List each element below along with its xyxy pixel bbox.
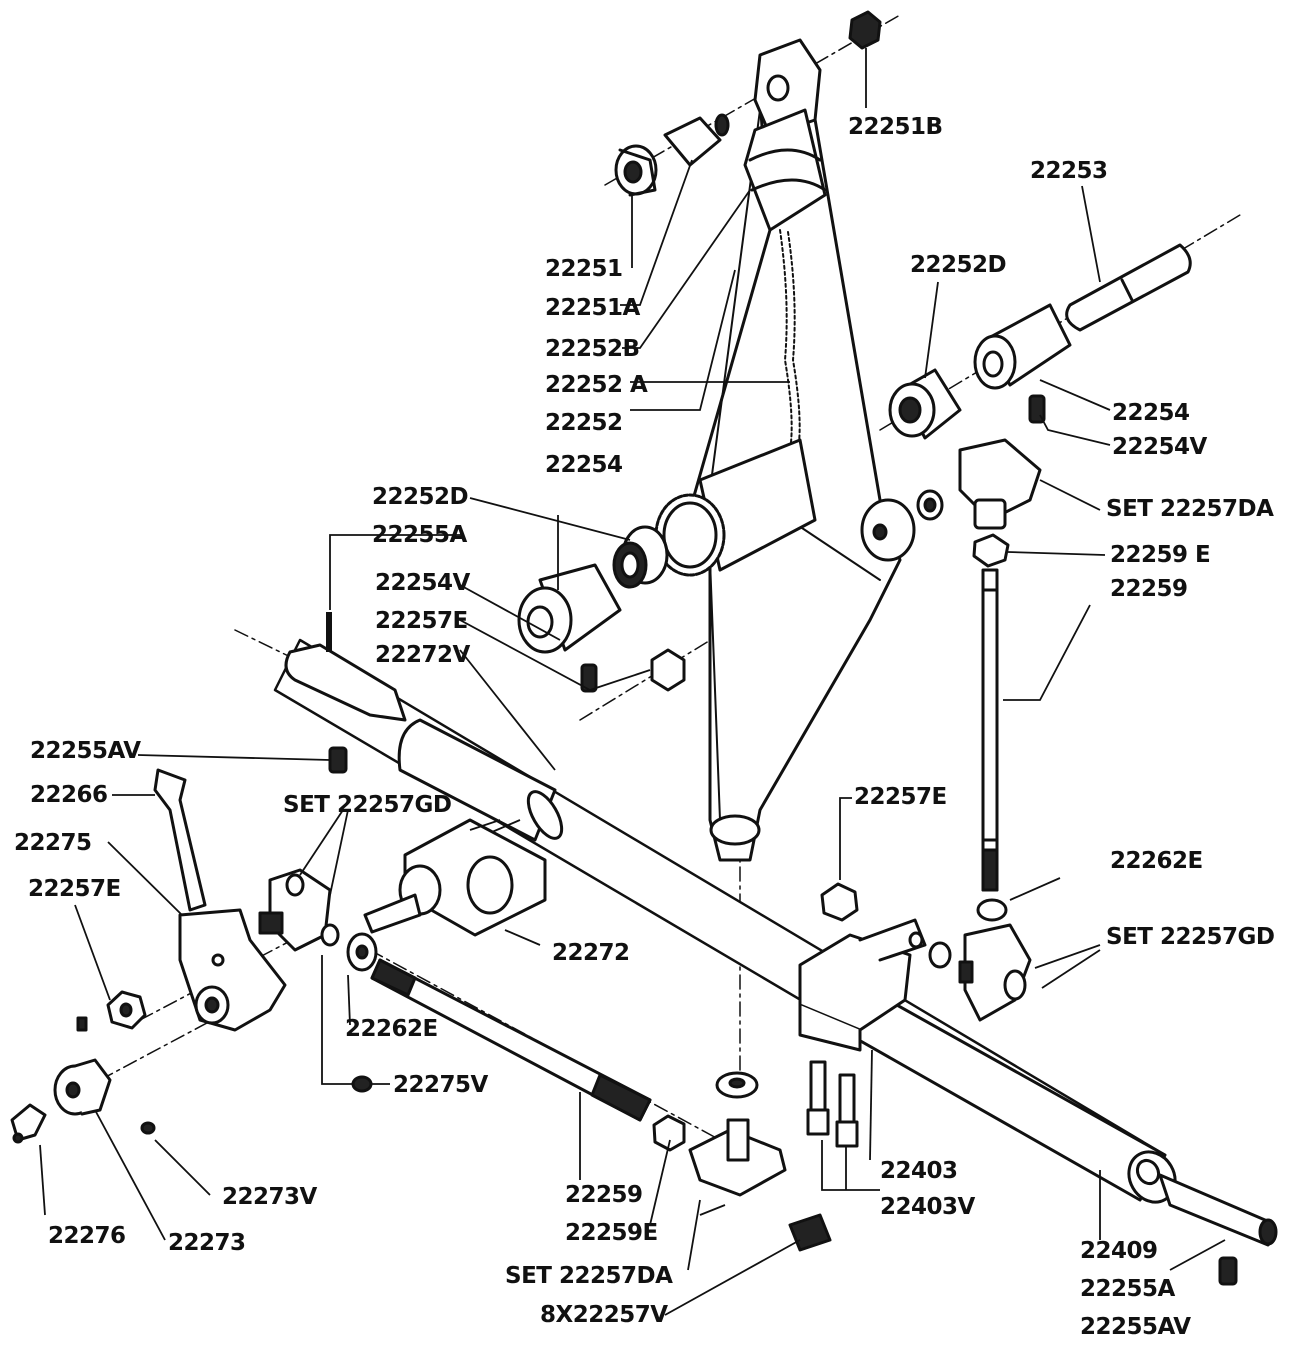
sleeve-22254-left xyxy=(517,563,622,693)
washer-22262E-left xyxy=(346,932,378,972)
label-22259-upper: 22259 xyxy=(1110,576,1188,602)
lever-22266 xyxy=(153,768,207,912)
label-22257E-right: 22257E xyxy=(854,784,947,810)
nut-22259E-lower xyxy=(652,1114,686,1152)
label-22257E-left: 22257E xyxy=(28,876,121,902)
label-22252D-lower: 22252D xyxy=(372,484,469,510)
label-22273V: 22273V xyxy=(222,1184,317,1210)
label-22255AV-left: 22255AV xyxy=(30,738,141,764)
nut-22251B xyxy=(848,10,882,50)
label-set-22257GD-right: SET 22257GD xyxy=(1106,924,1275,950)
nut-22257E-right xyxy=(820,882,859,922)
sleeve-22272V xyxy=(397,718,564,842)
label-22251: 22251 xyxy=(545,256,623,282)
label-22254-right: 22254 xyxy=(1112,400,1190,426)
label-22255A-top: 22255A xyxy=(372,522,467,548)
bushing-22251 xyxy=(614,144,658,197)
rod-end-block-upper xyxy=(916,438,1042,530)
nut-22275V xyxy=(351,1075,373,1093)
pin-22255A-left xyxy=(284,612,407,722)
collar-22273 xyxy=(53,1016,156,1135)
label-22255A-bottom: 22255A xyxy=(1080,1276,1175,1302)
label-22266: 22266 xyxy=(30,782,108,808)
label-22403: 22403 xyxy=(880,1158,958,1184)
set-screw-22255AV-left xyxy=(328,746,348,774)
rod-end-block-left xyxy=(258,868,340,952)
bolts-22403V xyxy=(806,1060,859,1148)
pin-22255A-right xyxy=(1158,1173,1278,1247)
clamp-block-22403 xyxy=(798,918,952,1052)
label-22255AV-bottom: 22255AV xyxy=(1080,1314,1191,1340)
label-set-22257GD-left: SET 22257GD xyxy=(283,792,452,818)
label-22252A: 22252 A xyxy=(545,372,648,398)
nut-22257E-mid xyxy=(650,648,686,692)
leader-lines xyxy=(39,48,1226,1316)
label-22409: 22409 xyxy=(1080,1238,1158,1264)
label-22254V-right: 22254V xyxy=(1112,434,1207,460)
tip-22276 xyxy=(10,1103,47,1144)
label-22259-lower: 22259 xyxy=(565,1182,643,1208)
label-22259E-upper: 22259 E xyxy=(1110,542,1211,568)
label-22252D-upper: 22252D xyxy=(910,252,1007,278)
rod-22259-vertical xyxy=(981,568,999,892)
label-22251B: 22251B xyxy=(848,114,943,140)
sprocket-hub xyxy=(612,438,817,589)
label-22257E-mid: 22257E xyxy=(375,608,468,634)
label-22254-left: 22254 xyxy=(545,452,623,478)
bushing-22252D-right xyxy=(888,368,962,440)
nut-22259E-upper xyxy=(972,533,1010,568)
washer-right xyxy=(860,498,916,562)
label-22403V: 22403V xyxy=(880,1194,975,1220)
rod-end-block-center xyxy=(688,1118,787,1197)
label-22273: 22273 xyxy=(168,1230,246,1256)
label-22252B: 22252B xyxy=(545,336,640,362)
bolt-8x22257V xyxy=(788,1213,832,1252)
label-22252: 22252 xyxy=(545,410,623,436)
pin-22251A xyxy=(663,113,730,167)
label-22276: 22276 xyxy=(48,1223,126,1249)
set-screw-22255AV-right xyxy=(1218,1256,1238,1286)
label-22275: 22275 xyxy=(14,830,92,856)
label-22253: 22253 xyxy=(1030,158,1108,184)
nut-22262E-right xyxy=(976,898,1008,922)
label-22262E-left: 22262E xyxy=(345,1016,438,1042)
nut-22257E-left xyxy=(106,990,147,1030)
shaft-22253 xyxy=(1065,243,1192,332)
label-22254V-left: 22254V xyxy=(375,570,470,596)
rod-end-block-right xyxy=(958,923,1032,1022)
label-set-22257DA-upper: SET 22257DA xyxy=(1106,496,1274,522)
top-clevis xyxy=(743,38,827,232)
label-22272: 22272 xyxy=(552,940,630,966)
label-22272V: 22272V xyxy=(375,642,470,668)
rod-22259-diagonal xyxy=(370,958,652,1122)
label-22251A: 22251A xyxy=(545,295,640,321)
label-22259E-lower: 22259E xyxy=(565,1220,658,1246)
label-22275V: 22275V xyxy=(393,1072,488,1098)
arm-22275 xyxy=(178,908,287,1032)
block-22272 xyxy=(363,818,547,937)
sleeve-22254-right xyxy=(973,303,1072,424)
label-8x22257V: 8X22257V xyxy=(540,1302,668,1328)
label-22262E-right: 22262E xyxy=(1110,848,1203,874)
label-set-22257DA-lower: SET 22257DA xyxy=(505,1263,673,1289)
washer-center xyxy=(715,1071,759,1099)
